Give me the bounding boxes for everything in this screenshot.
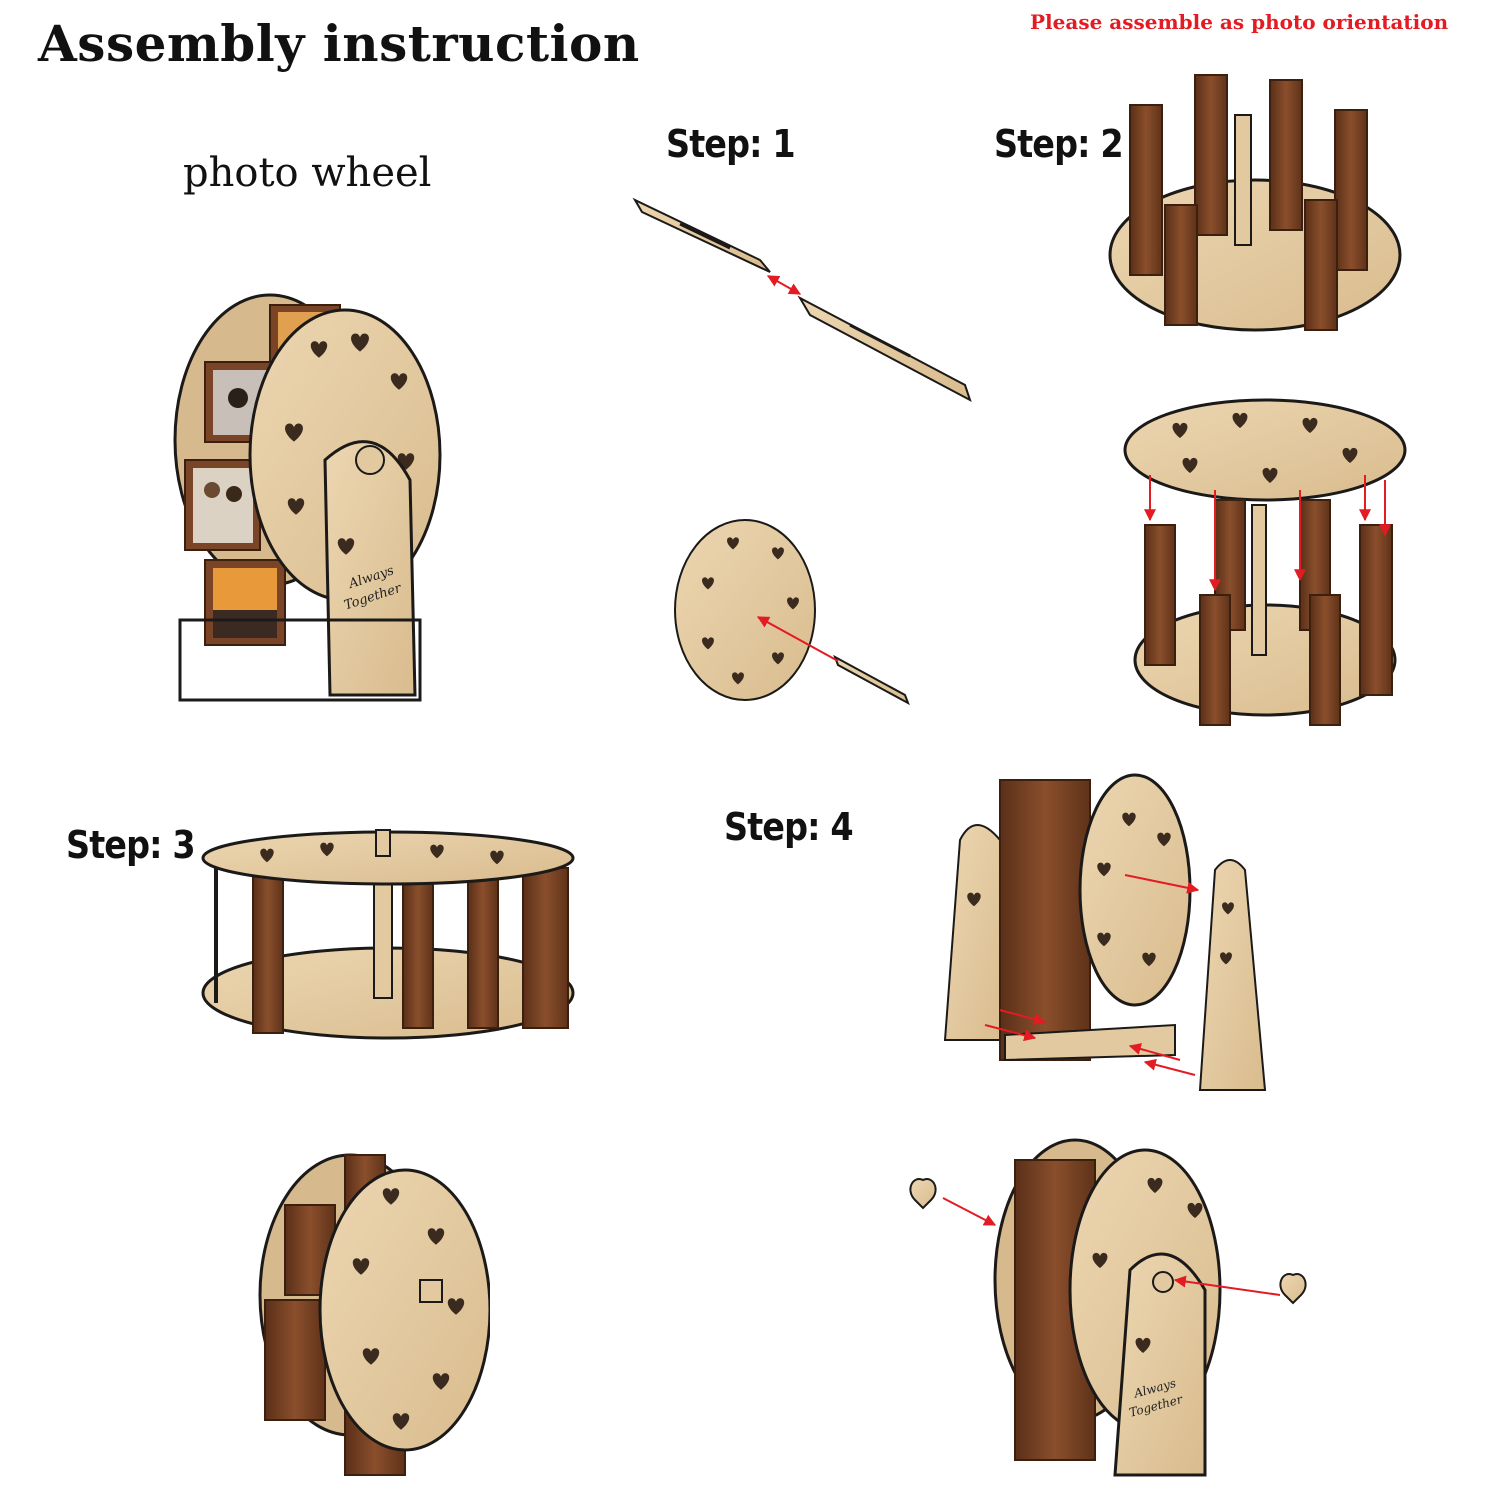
orientation-notice: Please assemble as photo orientation: [1030, 10, 1449, 34]
step-3-wheel-side-view: [250, 1145, 490, 1480]
finished-photo-wheel-illustration: Always Together: [160, 290, 450, 710]
step-2-panels-on-base: [1105, 65, 1405, 340]
step-1-disc-with-axle: [670, 515, 920, 715]
step-3-label: Step: 3: [66, 823, 196, 867]
step-4-attach-stands: [940, 770, 1275, 1095]
step-1-axle-parts: [630, 190, 980, 410]
step-4-label: Step: 4: [724, 805, 854, 849]
page-title: Assembly instruction: [38, 14, 640, 73]
product-name: photo wheel: [183, 150, 432, 196]
step-4-heart-caps: Always Together: [905, 1130, 1315, 1485]
step-3-assembled-drum: [198, 828, 583, 1043]
step-2-top-disc-placement: [1120, 395, 1410, 735]
step-1-label: Step: 1: [666, 122, 796, 166]
step-2-label: Step: 2: [994, 122, 1124, 166]
